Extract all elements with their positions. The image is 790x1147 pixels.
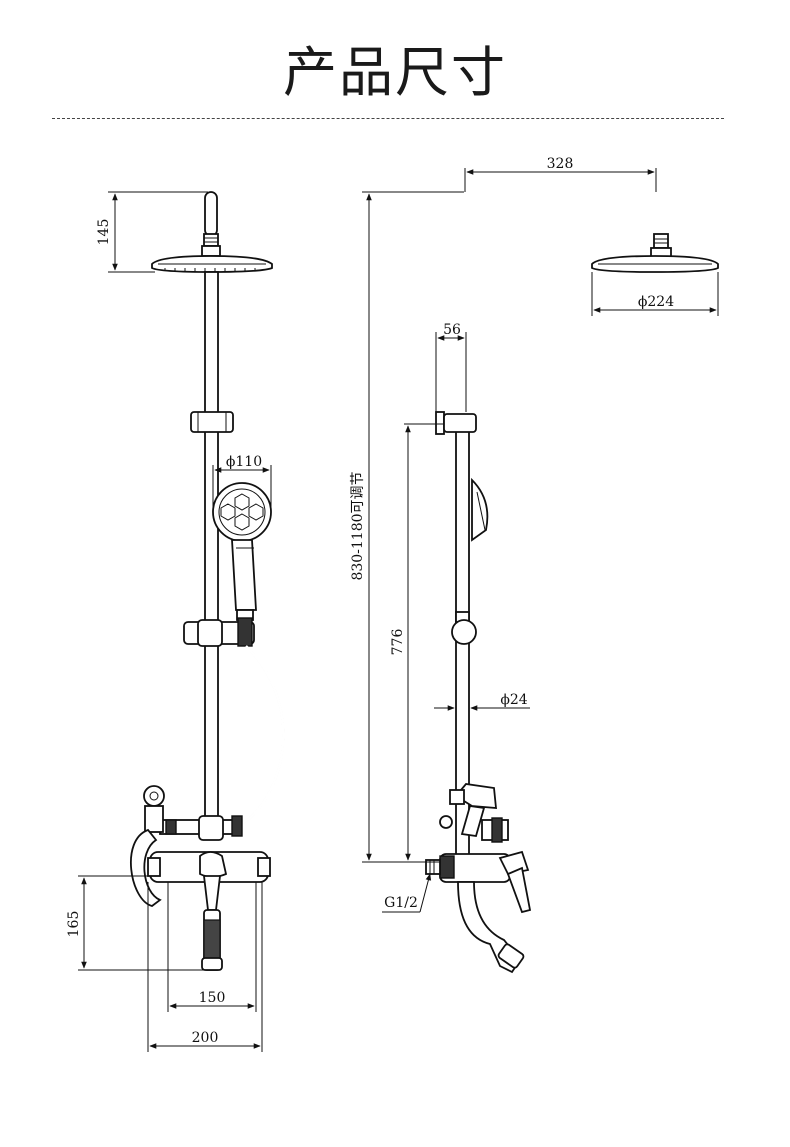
title-divider xyxy=(52,118,724,119)
side-dimensions: 328 ϕ224 56 830-1180可调节 776 ϕ24 xyxy=(350,156,719,913)
side-hand-shower xyxy=(471,477,489,542)
side-mixer-body xyxy=(425,783,532,974)
side-slider-knob xyxy=(451,611,477,645)
front-dimensions: 145 ϕ110 165 150 200 xyxy=(66,191,272,1052)
front-slider-holder xyxy=(183,617,255,647)
side-shower-arm xyxy=(461,191,663,420)
dim-side-thread: G1/2 xyxy=(384,895,418,911)
dim-side-pipe-dia: ϕ24 xyxy=(500,692,527,708)
dim-side-arm-length: 328 xyxy=(547,156,574,172)
dim-front-handshower-dia: ϕ110 xyxy=(226,454,262,470)
dim-front-mixer-height: 165 xyxy=(66,911,82,938)
dim-side-head-dia: ϕ224 xyxy=(638,294,674,310)
front-hose xyxy=(237,645,285,827)
page-title: 产品尺寸 xyxy=(283,41,507,104)
dim-front-head-height: 145 xyxy=(96,219,112,246)
dim-side-arm-offset: 56 xyxy=(443,322,461,338)
front-hand-shower xyxy=(212,482,272,621)
side-view: 328 ϕ224 56 830-1180可调节 776 ϕ24 xyxy=(350,156,719,974)
front-shower-arm-top xyxy=(201,191,221,257)
dim-front-width: 200 xyxy=(192,1030,219,1046)
front-mixer-body xyxy=(130,785,271,971)
front-upper-bracket xyxy=(190,411,234,433)
dim-side-total-height: 830-1180可调节 xyxy=(350,471,366,580)
front-view: 145 ϕ110 165 150 200 xyxy=(66,191,285,1052)
front-riser-pipe xyxy=(204,271,219,821)
side-head-connector xyxy=(650,233,672,258)
dim-side-bar-height: 776 xyxy=(390,629,406,656)
side-rain-head xyxy=(591,255,719,273)
side-upper-bracket xyxy=(435,411,477,435)
dim-front-centers: 150 xyxy=(199,990,226,1006)
front-rain-head xyxy=(151,255,273,273)
